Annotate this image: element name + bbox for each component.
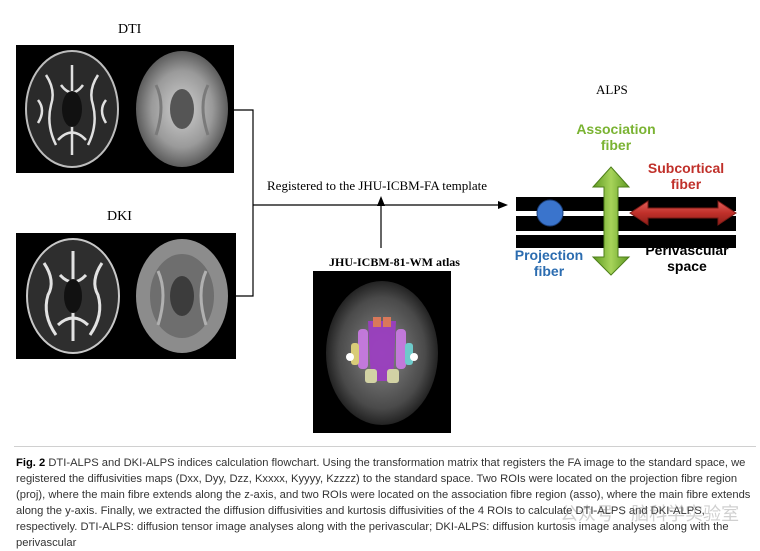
- association-fiber-label: Association fiber: [556, 121, 676, 153]
- registration-label: Registered to the JHU-ICBM-FA template: [267, 178, 488, 193]
- projection-label-line1: Projection: [514, 247, 584, 263]
- caption-text: DTI-ALPS and DKI-ALPS indices calculatio…: [16, 457, 751, 549]
- atlas-brain-image: [326, 281, 438, 425]
- atlas-label: JHU-ICBM-81-WM atlas: [329, 255, 460, 269]
- perivascular-label-line1: Perivascular: [645, 242, 729, 258]
- association-label-line2: fiber: [600, 137, 632, 153]
- dti-image-panel: [16, 45, 234, 173]
- caption-divider: [14, 446, 756, 447]
- dki-image-panel: [16, 233, 236, 359]
- dki-label: DKI: [107, 209, 132, 224]
- dti-brain-images: [25, 50, 228, 168]
- subcortical-fiber-label: Subcortical fiber: [636, 160, 736, 192]
- subcortical-label-line2: fiber: [670, 176, 702, 192]
- dki-brain-images: [26, 238, 228, 354]
- projection-fiber-label: Projection fiber: [504, 247, 594, 279]
- figure-caption: Fig. 2 DTI-ALPS and DKI-ALPS indices cal…: [16, 455, 756, 551]
- alps-title: ALPS: [596, 82, 628, 97]
- perivascular-space-label: Perivascular space: [632, 242, 742, 274]
- watermark-text: 公众号 · 脑科学实验室: [560, 504, 740, 525]
- dti-label: DTI: [118, 22, 142, 37]
- alps-diagram: [516, 166, 737, 276]
- flow-connectors: [234, 109, 508, 297]
- atlas-image-panel: [313, 271, 451, 433]
- subcortical-label-line1: Subcortical: [647, 160, 725, 176]
- projection-label-line2: fiber: [533, 263, 565, 279]
- figure-number: Fig. 2: [16, 457, 46, 469]
- association-label-line1: Association: [576, 121, 656, 137]
- perivascular-label-line2: space: [667, 258, 707, 274]
